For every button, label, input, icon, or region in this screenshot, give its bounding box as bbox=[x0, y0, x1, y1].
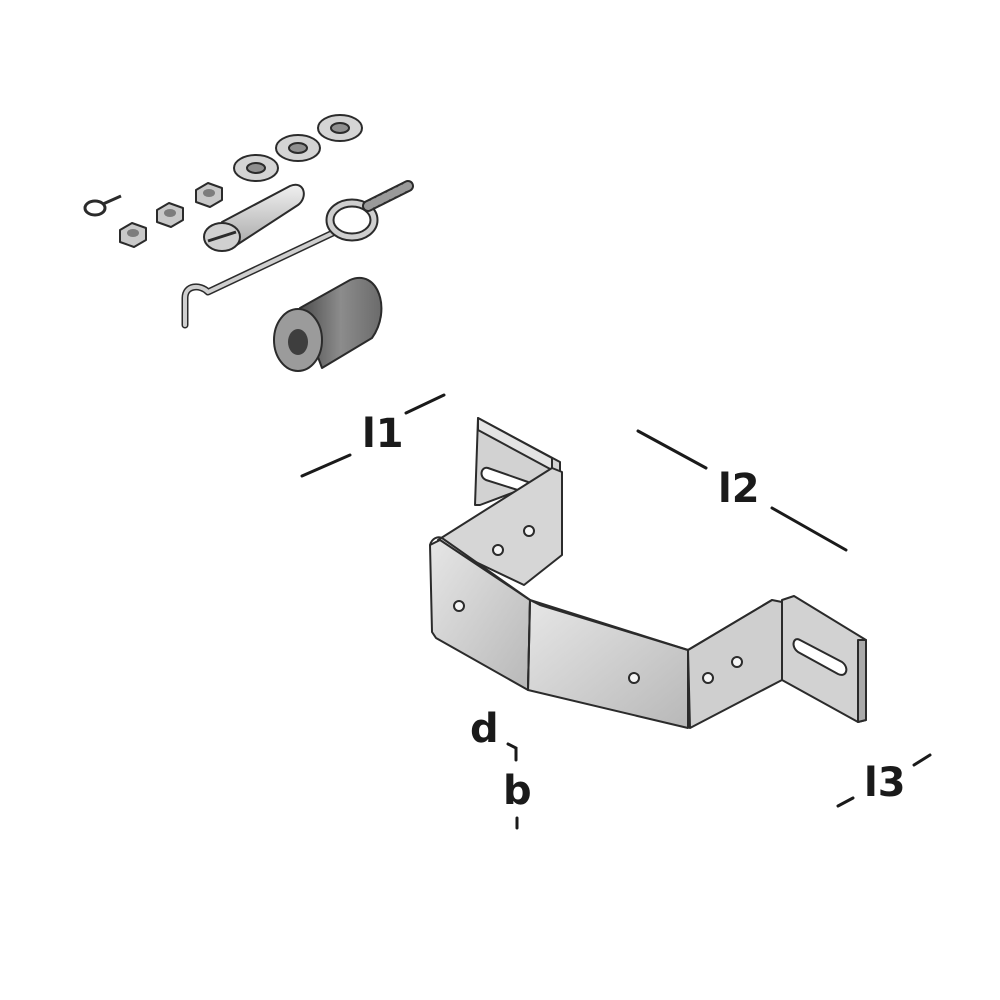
dimension-line bbox=[506, 742, 518, 762]
front-middle-face bbox=[527, 599, 689, 729]
dimension-line bbox=[300, 453, 352, 478]
hex-nut bbox=[156, 202, 184, 228]
label-b: b bbox=[503, 768, 532, 814]
mounting-hole bbox=[702, 672, 714, 684]
eye-bolt bbox=[325, 180, 414, 242]
bracket bbox=[429, 417, 867, 729]
label-l2: l2 bbox=[718, 466, 760, 512]
slot-hole bbox=[792, 638, 848, 676]
washer bbox=[275, 134, 321, 162]
dimension-l3: l3 bbox=[836, 753, 932, 808]
hook-rod bbox=[181, 228, 339, 329]
dimension-d-b: d b bbox=[470, 706, 532, 830]
hex-nut bbox=[119, 222, 147, 248]
dimension-line bbox=[836, 796, 855, 808]
right-flange bbox=[781, 595, 867, 723]
mounting-hole bbox=[492, 544, 504, 556]
mounting-hole bbox=[628, 672, 640, 684]
label-l1: l1 bbox=[362, 411, 404, 457]
dimension-l1: l1 bbox=[300, 393, 446, 478]
washer bbox=[233, 154, 279, 182]
label-d: d bbox=[470, 706, 499, 752]
eye-screw bbox=[83, 194, 122, 217]
hardware-parts bbox=[83, 114, 414, 372]
dimension-line bbox=[770, 506, 848, 552]
dimension-line bbox=[912, 753, 932, 767]
dimension-line bbox=[636, 429, 708, 470]
slotted-pin bbox=[203, 183, 305, 252]
mounting-hole bbox=[731, 656, 743, 668]
mounting-hole bbox=[523, 525, 535, 537]
mounting-hole bbox=[453, 600, 465, 612]
front-right-face bbox=[687, 599, 783, 729]
washer bbox=[317, 114, 363, 142]
dimension-l2: l2 bbox=[636, 429, 848, 552]
dimension-line bbox=[404, 393, 446, 415]
rubber-bumper bbox=[273, 277, 383, 372]
hex-nut bbox=[195, 182, 223, 208]
label-l3: l3 bbox=[864, 760, 906, 806]
